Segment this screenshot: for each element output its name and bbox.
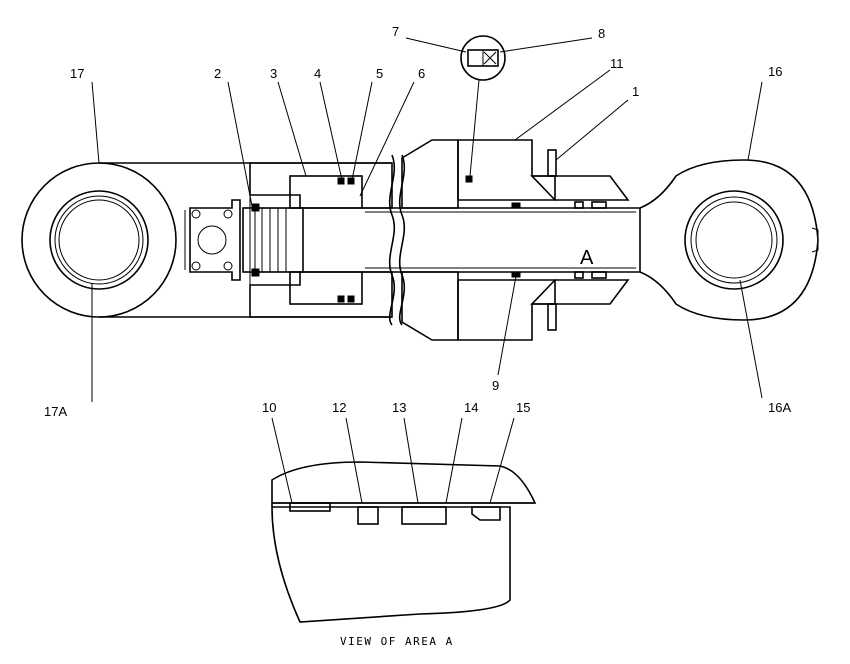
callout-12: 12: [332, 400, 346, 415]
callout-1: 1: [632, 84, 639, 99]
callout-16: 16: [768, 64, 782, 79]
callout-4: 4: [314, 66, 321, 81]
callout-6: 6: [418, 66, 425, 81]
callout-8: 8: [598, 26, 605, 41]
callout-5: 5: [376, 66, 383, 81]
callout-3: 3: [270, 66, 277, 81]
area-a-marker: A: [580, 247, 594, 269]
head-end-eye: [21, 162, 177, 318]
callout-15: 15: [516, 400, 530, 415]
rod-end-eye: [639, 159, 819, 321]
leader-lines: [91, 37, 763, 504]
callout-9: 9: [492, 378, 499, 393]
callout-11: 11: [610, 56, 624, 71]
callout-7: 7: [392, 24, 399, 39]
detail-view-caption: VIEW OF AREA A: [340, 635, 454, 648]
seal-detail-circle: [460, 35, 506, 81]
head-gland-assembly: [401, 139, 630, 341]
callout-2: 2: [214, 66, 221, 81]
callout-17: 17: [70, 66, 84, 81]
callout-13: 13: [392, 400, 406, 415]
callout-labels: 17 2 3 4 5 6 7 8 11 1 16 17A 16A 9 10 12…: [44, 24, 791, 648]
detail-view-area-a: [271, 461, 537, 623]
piston-section: [242, 162, 393, 318]
callout-10: 10: [262, 400, 276, 415]
callout-17a: 17A: [44, 404, 67, 419]
callout-16a: 16A: [768, 400, 791, 415]
callout-14: 14: [464, 400, 478, 415]
